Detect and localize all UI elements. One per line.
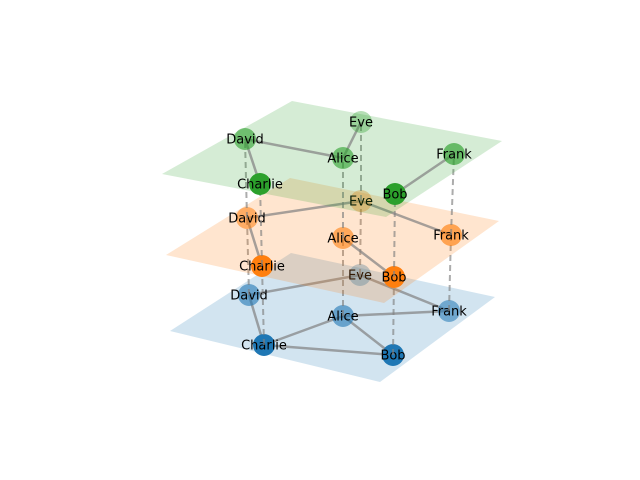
interlayer-link-bob-bottom-middle [392,276,395,356]
edge-bottom-charlie-bob [263,343,394,357]
node-label: Frank [433,229,469,244]
node-marker [249,173,271,195]
interlayer-link-charlie-bottom-middle [261,265,265,346]
interlayer-link-eve-bottom-middle [359,200,362,276]
node-label: Alice [327,232,358,247]
edge-top-bob-frank [394,152,455,196]
node-marker [332,147,354,169]
edge-bottom-david-eve [248,273,361,297]
node-label: Alice [327,152,358,167]
interlayer-link-frank-middle-top [450,153,455,236]
node-label: Eve [349,195,373,210]
node-top-frank: Frank [436,143,472,165]
interlayer-links-middle-top [244,122,455,278]
node-label: Charlie [239,260,285,275]
node-label: Charlie [241,339,287,354]
edge-middle-eve-frank [360,199,452,237]
node-label: David [228,212,266,227]
edge-bottom-eve-frank [359,273,450,313]
intra-layer-edges-bottom [247,273,450,357]
node-top-david: David [226,128,264,150]
node-label: Bob [381,271,406,286]
node-bottom-charlie: Charlie [241,334,287,356]
interlayer-links-bottom-middle [246,200,452,356]
edge-top-david-alice [244,137,344,160]
node-top-charlie: Charlie [237,173,283,195]
node-label: Eve [348,269,372,284]
node-top-bob: Bob [382,183,408,205]
edge-bottom-alice-charlie [263,314,344,347]
node-top-alice: Alice [327,147,359,169]
node-label: Bob [382,188,407,203]
node-marker [350,111,372,133]
node-label: Charlie [237,178,283,193]
interlayer-bottom-middle [246,200,452,356]
node-label: Eve [349,116,373,131]
node-label: Bob [380,349,405,364]
node-label: Frank [431,305,467,320]
interlayer-link-frank-bottom-middle [448,234,452,312]
node-marker [443,143,465,165]
node-label: Frank [436,148,472,163]
interlayer-link-david-bottom-middle [246,217,250,296]
node-label: Alice [327,310,358,325]
interlayer-link-bob-middle-top [393,193,396,278]
interlayer-link-charlie-middle-top [259,183,263,267]
node-marker [234,128,256,150]
node-label: David [230,289,268,304]
interlayer-link-david-middle-top [244,138,248,219]
node-middle-bob: Bob [381,266,407,288]
node-marker [384,183,406,205]
edge-bottom-alice-frank [342,309,450,318]
interlayer-middle-top [244,122,455,278]
node-top-eve: Eve [349,111,373,133]
node-label: David [226,133,264,148]
